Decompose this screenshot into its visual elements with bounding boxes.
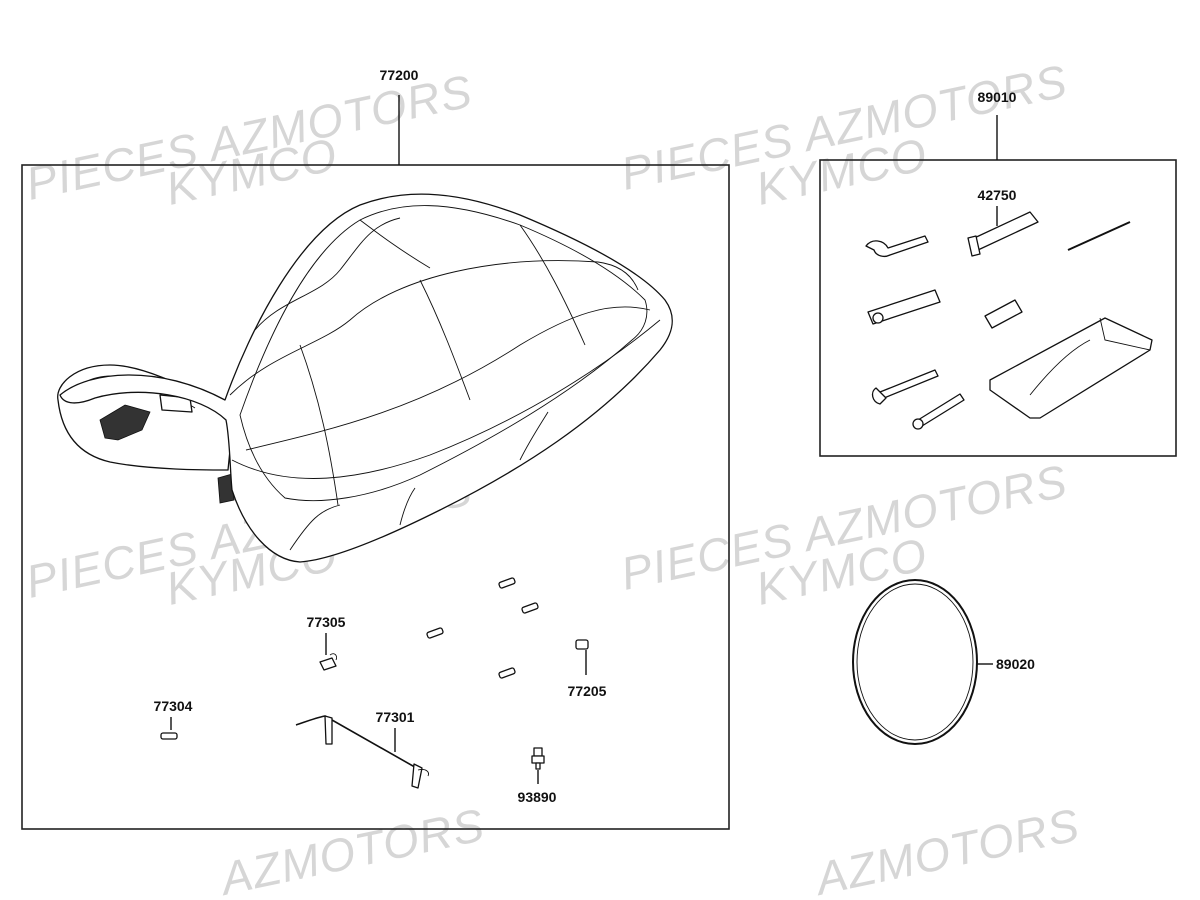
hook-part xyxy=(319,653,337,671)
clip-part xyxy=(160,732,178,740)
bolt-part xyxy=(531,747,545,770)
seat-group-frame xyxy=(21,164,730,830)
watermark-text: AZMOTORS xyxy=(213,798,489,900)
band-part-number: 89020 xyxy=(996,656,1035,672)
latch-rod-part-number: 77301 xyxy=(376,709,415,725)
rubber-band-part xyxy=(852,579,978,745)
toolkit-part-number: 89010 xyxy=(978,89,1017,105)
tool-kit-items xyxy=(865,211,1153,430)
bumper-part-number: 77205 xyxy=(568,683,607,699)
seat-part-number: 77200 xyxy=(380,67,419,83)
seat-illustration xyxy=(57,193,673,563)
latch-rod-part xyxy=(295,715,429,789)
toolkit-group-frame xyxy=(819,159,1177,457)
hook-part-number: 77305 xyxy=(307,614,346,630)
clip-part-number: 77304 xyxy=(154,698,193,714)
watermark-layer: PIECES AZMOTORS KYMCO PIECES AZMOTORS KY… xyxy=(21,54,1084,900)
watermark-text: AZMOTORS xyxy=(808,798,1084,900)
bumper-pads xyxy=(426,577,589,679)
bolt-part-number: 93890 xyxy=(518,789,557,805)
tool-item-part-number: 42750 xyxy=(978,187,1017,203)
